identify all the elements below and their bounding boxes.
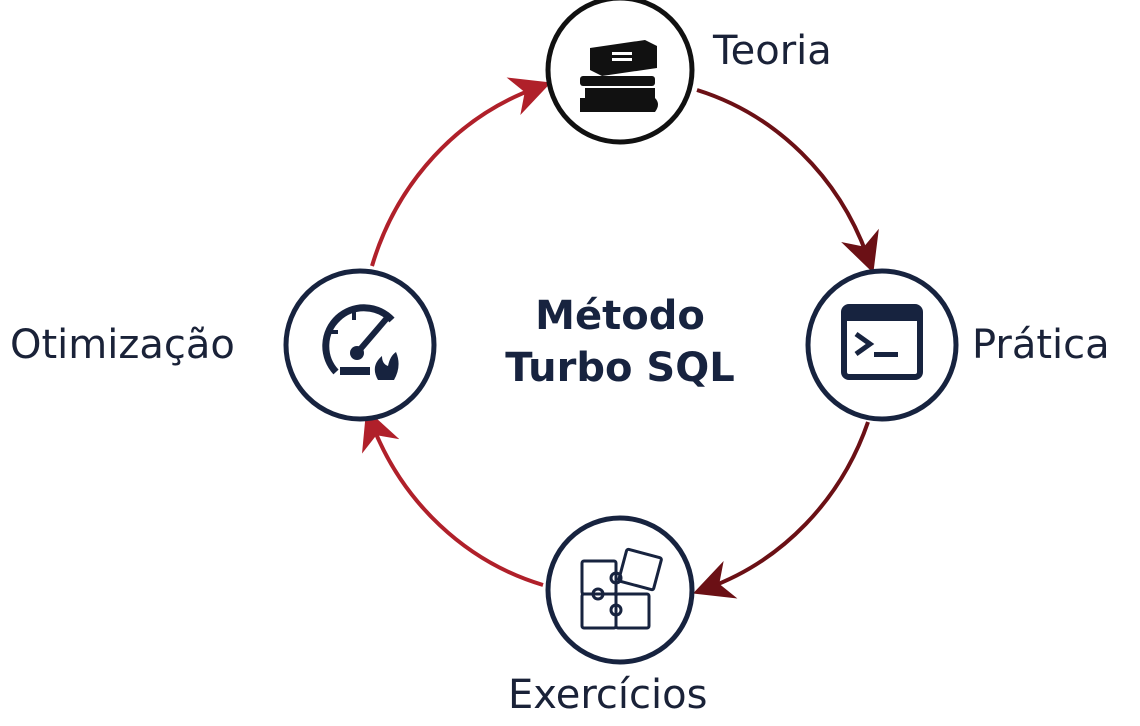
books-icon (580, 40, 658, 112)
arrow-otimizacao-to-teoria (370, 77, 552, 267)
step-pratica-node (805, 268, 959, 422)
title-line-2: Turbo SQL (505, 345, 735, 391)
title-line-1: Método (535, 293, 705, 339)
label-exercicios: Exercícios (508, 672, 708, 718)
diagram-title: Método Turbo SQL (470, 290, 770, 394)
label-otimizacao: Otimização (10, 322, 235, 368)
arrow-teoria-to-pratica (696, 88, 879, 274)
arrow-exercicios-to-otimizacao (362, 409, 544, 587)
step-exercicios-node (545, 515, 695, 665)
label-pratica: Prática (972, 322, 1110, 368)
step-teoria-node (545, 0, 695, 145)
label-teoria: Teoria (713, 28, 832, 74)
speedometer-fire-icon (322, 304, 399, 380)
puzzle-icon (580, 547, 663, 630)
step-otimizacao-node (283, 268, 437, 422)
arrow-pratica-to-exercicios (692, 421, 870, 599)
terminal-icon (841, 304, 923, 380)
